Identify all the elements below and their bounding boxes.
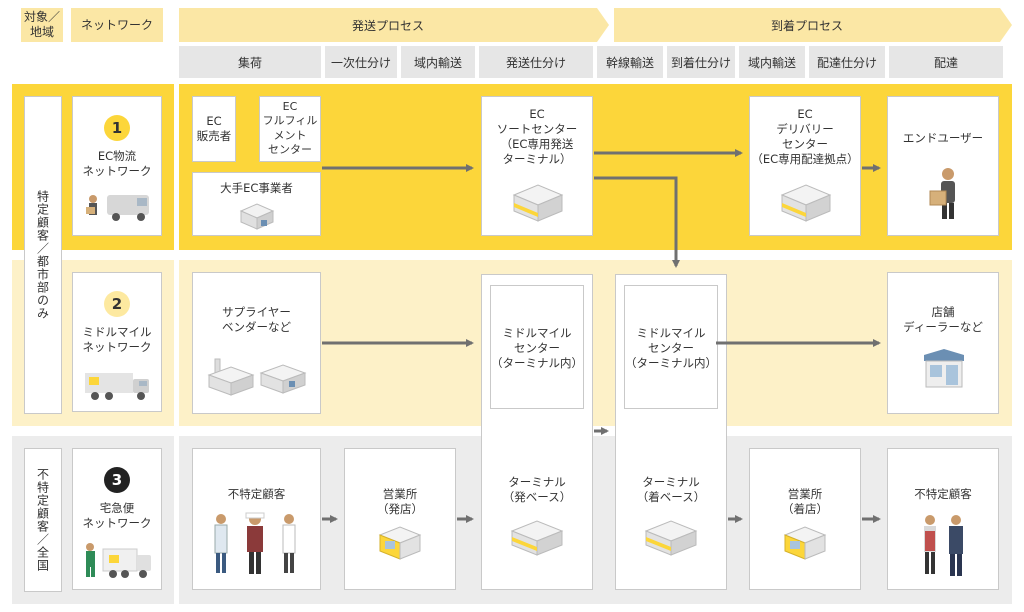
middle-mile-center-left-label: ミドルマイル センター （ターミナル内）: [491, 326, 583, 370]
truck-icon: [85, 373, 149, 400]
step-pickup: 集荷: [179, 46, 321, 78]
middle-mile-center-right-label: ミドルマイル センター （ターミナル内）: [625, 326, 717, 370]
takkyubin-network-card: 3 宅急便 ネットワーク: [72, 448, 162, 590]
step-regional-transport-1: 域内輸送: [401, 46, 475, 78]
office-ship-building-icon: [378, 526, 422, 560]
network-number-1: 1: [104, 115, 130, 141]
network-number-3: 3: [104, 467, 130, 493]
fulfillment-center-box: EC フルフィル メント センター: [259, 96, 321, 162]
ship-process-banner: 発送プロセス: [179, 8, 609, 42]
sort-center-building-icon: [512, 184, 564, 222]
arrow-sort-to-middle-mile: [594, 176, 680, 268]
step-primary-sort: 一次仕分け: [325, 46, 397, 78]
network-number-2: 2: [104, 291, 130, 317]
store-box: 店舗 ディーラーなど: [887, 272, 999, 414]
ec-delivery-center-label: EC デリバリー センター （EC専用配達拠点）: [751, 107, 859, 166]
office-arrive-label: 営業所 （着店）: [782, 487, 828, 516]
business-people-icon: [214, 512, 296, 574]
warehouse-icon: [239, 203, 275, 230]
middle-mile-center-right: ミドルマイル センター （ターミナル内）: [624, 285, 718, 409]
fulfillment-center-label: EC フルフィル メント センター: [262, 100, 318, 156]
ec-seller-label: EC 販売者: [196, 114, 232, 143]
supplier-label: サプライヤー ベンダーなど: [222, 305, 291, 334]
end-user-box: エンドユーザー: [887, 96, 999, 236]
store-label: 店舗 ディーラーなど: [903, 305, 983, 334]
ec-network-label: EC物流 ネットワーク: [82, 149, 152, 178]
office-ship-box: 営業所 （発店）: [344, 448, 456, 590]
ec-sort-center-label: EC ソートセンター （EC専用発送 ターミナル）: [496, 107, 578, 166]
ship-terminal-column: ミドルマイル センター （ターミナル内） ターミナル （発ベース）: [481, 274, 593, 590]
step-delivery-sort: 配達仕分け: [809, 46, 885, 78]
office-arrive-box: 営業所 （着店）: [749, 448, 861, 590]
delivery-center-building-icon: [780, 184, 832, 222]
arrival-terminal-column: ミドルマイル センター （ターミナル内） ターミナル （着ベース）: [615, 274, 727, 590]
ec-network-card: 1 EC物流 ネットワーク: [72, 96, 162, 236]
end-user-label: エンドユーザー: [902, 131, 984, 145]
arrival-terminal-building-icon: [644, 520, 698, 556]
unspecified-customer-right-box: 不特定顧客: [887, 448, 999, 590]
office-arrive-building-icon: [783, 526, 827, 560]
middle-mile-network-card: 2 ミドルマイル ネットワーク: [72, 272, 162, 412]
target-region-header: 対象／ 地域: [21, 8, 63, 42]
office-ship-label: 営業所 （発店）: [377, 487, 423, 516]
middle-mile-center-left: ミドルマイル センター （ターミナル内）: [490, 285, 584, 409]
ship-terminal-building-icon: [510, 520, 564, 556]
unspecified-customer-left-label: 不特定顧客: [227, 487, 286, 501]
middle-mile-network-label: ミドルマイル ネットワーク: [82, 325, 152, 354]
arrival-terminal-label: ターミナル （着ベース）: [636, 475, 706, 504]
step-ship-sort: 発送仕分け: [479, 46, 593, 78]
unspecified-customer-right-label: 不特定顧客: [914, 487, 972, 501]
ec-seller-box: EC 販売者: [192, 96, 236, 162]
arrive-process-label: 到着プロセス: [770, 18, 843, 33]
ship-terminal-label: ターミナル （発ベース）: [502, 475, 572, 504]
ec-delivery-center-box: EC デリバリー センター （EC専用配達拠点）: [749, 96, 861, 236]
supplier-box: サプライヤー ベンダーなど: [192, 272, 321, 414]
step-delivery: 配達: [889, 46, 1003, 78]
step-regional-transport-2: 域内輸送: [739, 46, 805, 78]
network-header: ネットワーク: [71, 8, 163, 42]
factory-icon: [207, 358, 307, 396]
general-customer-label: 不特定顧客／全国: [24, 448, 62, 592]
person-with-parcel-icon: [929, 168, 955, 219]
recipients-icon: [924, 515, 963, 576]
shop-icon: [924, 349, 964, 388]
major-ec-operator-box: 大手EC事業者: [192, 172, 321, 236]
takkyubin-network-label: 宅急便 ネットワーク: [82, 501, 152, 530]
step-trunk-transport: 幹線輸送: [597, 46, 663, 78]
courier-truck-icon: [86, 543, 151, 578]
delivery-van-icon: [86, 195, 149, 221]
ship-process-label: 発送プロセス: [351, 18, 424, 33]
ec-sort-center-box: EC ソートセンター （EC専用発送 ターミナル）: [481, 96, 593, 236]
unspecified-customer-left-box: 不特定顧客: [192, 448, 321, 590]
major-ec-operator-label: 大手EC事業者: [220, 181, 293, 195]
specific-customer-label: 特定顧客／都市部のみ: [24, 96, 62, 414]
arrive-process-banner: 到着プロセス: [614, 8, 1012, 42]
step-arrival-sort: 到着仕分け: [667, 46, 735, 78]
